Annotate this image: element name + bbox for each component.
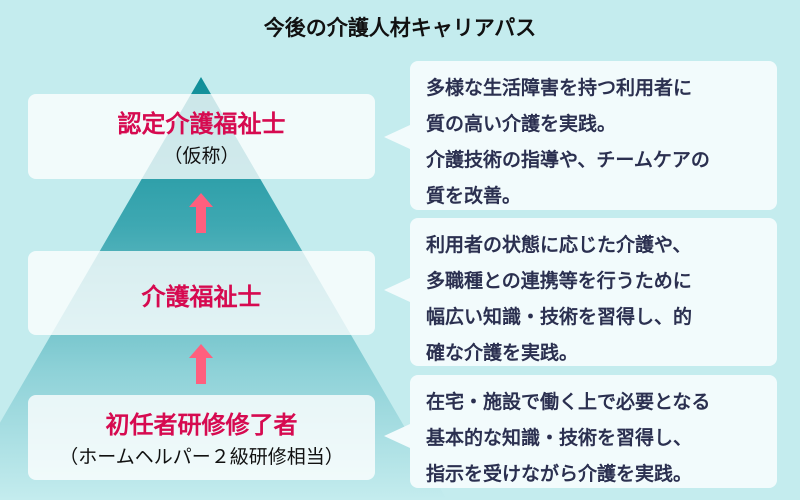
speech-bubble-tail bbox=[384, 125, 410, 149]
level-name: 初任者研修修了者 bbox=[105, 411, 298, 439]
level-initial-trainee: 初任者研修修了者 （ホームヘルパー２級研修相当） bbox=[28, 395, 375, 480]
desc-certified-care-worker: 多様な生活障害を持つ利用者に 質の高い介護を実践。 介護技術の指導や、チームケア… bbox=[384, 61, 777, 210]
desc-line: 確な介護を実践。 bbox=[426, 342, 579, 364]
level-name: 介護福祉士 bbox=[141, 283, 262, 311]
page-title: 今後の介護人材キャリアパス bbox=[263, 16, 537, 40]
desc-line: 多様な生活障害を持つ利用者に bbox=[426, 77, 693, 99]
desc-line: 質の高い介護を実践。 bbox=[426, 113, 617, 135]
desc-line: 幅広い知識・技術を習得し、的 bbox=[426, 306, 693, 328]
desc-initial-trainee: 在宅・施設で働く上で必要となる 基本的な知識・技術を習得し、 指示を受けながら介… bbox=[384, 375, 777, 488]
level-sub: （ホームヘルパー２級研修相当） bbox=[59, 446, 344, 468]
desc-line: 基本的な知識・技術を習得し、 bbox=[426, 427, 693, 449]
desc-line: 在宅・施設で働く上で必要となる bbox=[426, 391, 711, 413]
up-arrow-icon bbox=[189, 193, 213, 233]
desc-line: 質を改善。 bbox=[426, 185, 522, 207]
level-name: 認定介護福祉士 bbox=[117, 110, 286, 138]
up-arrow-icon bbox=[189, 344, 213, 384]
desc-line: 指示を受けながら介護を実践。 bbox=[426, 463, 693, 485]
level-sub: （仮称） bbox=[163, 145, 240, 167]
desc-line: 介護技術の指導や、チームケアの bbox=[426, 149, 710, 171]
level-care-worker: 介護福祉士 bbox=[28, 251, 375, 335]
desc-line: 多職種との連携等を行うために bbox=[426, 270, 692, 292]
desc-line: 利用者の状態に応じた介護や、 bbox=[426, 234, 692, 256]
speech-bubble-tail bbox=[384, 278, 410, 302]
speech-bubble-tail bbox=[384, 424, 410, 448]
desc-care-worker: 利用者の状態に応じた介護や、 多職種との連携等を行うために 幅広い知識・技術を習… bbox=[384, 218, 777, 366]
level-certified-care-worker: 認定介護福祉士 （仮称） bbox=[28, 94, 375, 179]
